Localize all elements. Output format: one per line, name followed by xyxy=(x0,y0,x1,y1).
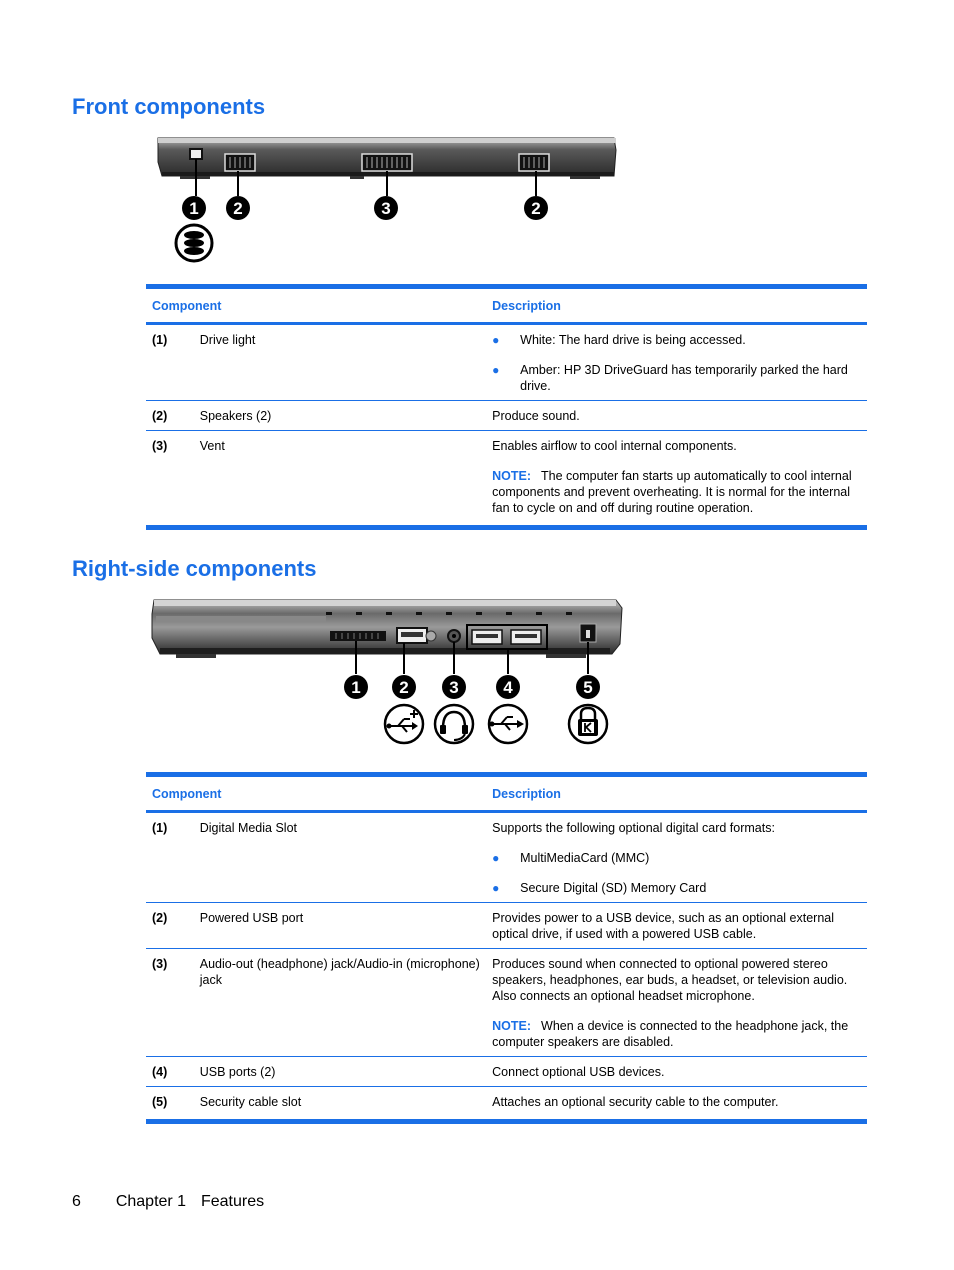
component-number: (5) xyxy=(146,1086,194,1124)
callout-2: 2 xyxy=(226,196,250,220)
component-number: (2) xyxy=(146,902,194,949)
component-name: Digital Media Slot xyxy=(193,811,487,903)
svg-text:1: 1 xyxy=(189,199,198,218)
bullet-item: ●Amber: HP 3D DriveGuard has temporarily… xyxy=(492,363,848,393)
note: NOTE:The computer fan starts up automati… xyxy=(492,469,852,515)
callout-3: 3 xyxy=(374,196,398,220)
chapter-label: Chapter 1 xyxy=(115,1193,187,1210)
page-number: 6 xyxy=(72,1193,81,1210)
security-lock-icon xyxy=(567,703,609,745)
component-number: (1) xyxy=(146,323,194,401)
right-side-view-figure: 1 2 3 4 5 xyxy=(151,599,623,745)
bullet-item: ●Secure Digital (SD) Memory Card xyxy=(492,881,707,895)
table-row: (3) Vent Enables airflow to cool interna… xyxy=(146,430,867,530)
component-number: (3) xyxy=(146,430,194,530)
right-side-components-heading: Right-side components xyxy=(72,556,317,581)
section-label: Features xyxy=(200,1193,265,1210)
svg-text:2: 2 xyxy=(399,678,408,697)
table-row: (1) Digital Media Slot Supports the foll… xyxy=(146,811,867,903)
component-description: Supports the following optional digital … xyxy=(486,811,867,903)
table-row: (2) Speakers (2) Produce sound. xyxy=(146,400,867,431)
component-name: Security cable slot xyxy=(193,1086,487,1124)
callout-5: 5 xyxy=(576,675,600,699)
component-number: (2) xyxy=(146,400,194,431)
usb-icon xyxy=(487,703,529,745)
svg-text:3: 3 xyxy=(449,678,458,697)
drive-light xyxy=(189,148,203,160)
callout-4: 4 xyxy=(496,675,520,699)
table-row: (2) Powered USB port Provides power to a… xyxy=(146,902,867,949)
component-description: Enables airflow to cool internal compone… xyxy=(486,430,867,530)
callout-3: 3 xyxy=(442,675,466,699)
component-number: (4) xyxy=(146,1056,194,1087)
component-name: Powered USB port xyxy=(193,902,487,949)
table-row: (1) Drive light ●White: The hard drive i… xyxy=(146,323,867,401)
svg-text:5: 5 xyxy=(583,678,592,697)
svg-text:4: 4 xyxy=(503,678,513,697)
component-description: Attaches an optional security cable to t… xyxy=(486,1086,867,1124)
table-row: (4) USB ports (2) Connect optional USB d… xyxy=(146,1056,867,1087)
front-components-heading: Front components xyxy=(72,94,266,119)
right-side-components-table: Component Description (1) Digital Media … xyxy=(146,772,867,1124)
headphone-icon xyxy=(433,703,475,745)
component-name: Vent xyxy=(193,430,487,530)
component-name: USB ports (2) xyxy=(193,1056,487,1087)
page-footer: 6 Chapter 1 Features xyxy=(72,1193,264,1211)
note: NOTE:When a device is connected to the h… xyxy=(492,1019,849,1049)
callout-2: 2 xyxy=(392,675,416,699)
callout-1: 1 xyxy=(182,196,206,220)
component-name: Speakers (2) xyxy=(193,400,487,431)
component-description: Provides power to a USB device, such as … xyxy=(486,902,867,949)
powered-usb-icon xyxy=(383,703,425,745)
column-header-component: Component xyxy=(146,772,487,813)
drive-light-icon xyxy=(174,223,214,263)
column-header-description: Description xyxy=(486,772,867,813)
column-header-description: Description xyxy=(486,284,867,325)
front-view-figure: 1 2 3 2 xyxy=(157,137,617,263)
table-row: (5) Security cable slot Attaches an opti… xyxy=(146,1086,867,1124)
component-number: (3) xyxy=(146,948,194,1057)
bullet-item: ●MultiMediaCard (MMC) xyxy=(492,851,650,865)
bullet-item: ●White: The hard drive is being accessed… xyxy=(492,333,746,347)
component-name: Audio-out (headphone) jack/Audio-in (mic… xyxy=(193,948,487,1057)
component-description: Produces sound when connected to optiona… xyxy=(486,948,867,1057)
column-header-component: Component xyxy=(146,284,487,325)
svg-text:2: 2 xyxy=(531,199,540,218)
svg-text:1: 1 xyxy=(351,678,360,697)
callout-1: 1 xyxy=(344,675,368,699)
component-description: Connect optional USB devices. xyxy=(486,1056,867,1087)
svg-text:3: 3 xyxy=(381,199,390,218)
component-description: Produce sound. xyxy=(486,400,867,431)
component-name: Drive light xyxy=(193,323,487,401)
svg-text:2: 2 xyxy=(233,199,242,218)
component-description: ●White: The hard drive is being accessed… xyxy=(486,323,867,401)
digital-media-slot xyxy=(330,631,386,641)
front-components-table: Component Description (1) Drive light ●W… xyxy=(146,284,867,530)
callout-2b: 2 xyxy=(524,196,548,220)
table-row: (3) Audio-out (headphone) jack/Audio-in … xyxy=(146,948,867,1057)
component-number: (1) xyxy=(146,811,194,903)
